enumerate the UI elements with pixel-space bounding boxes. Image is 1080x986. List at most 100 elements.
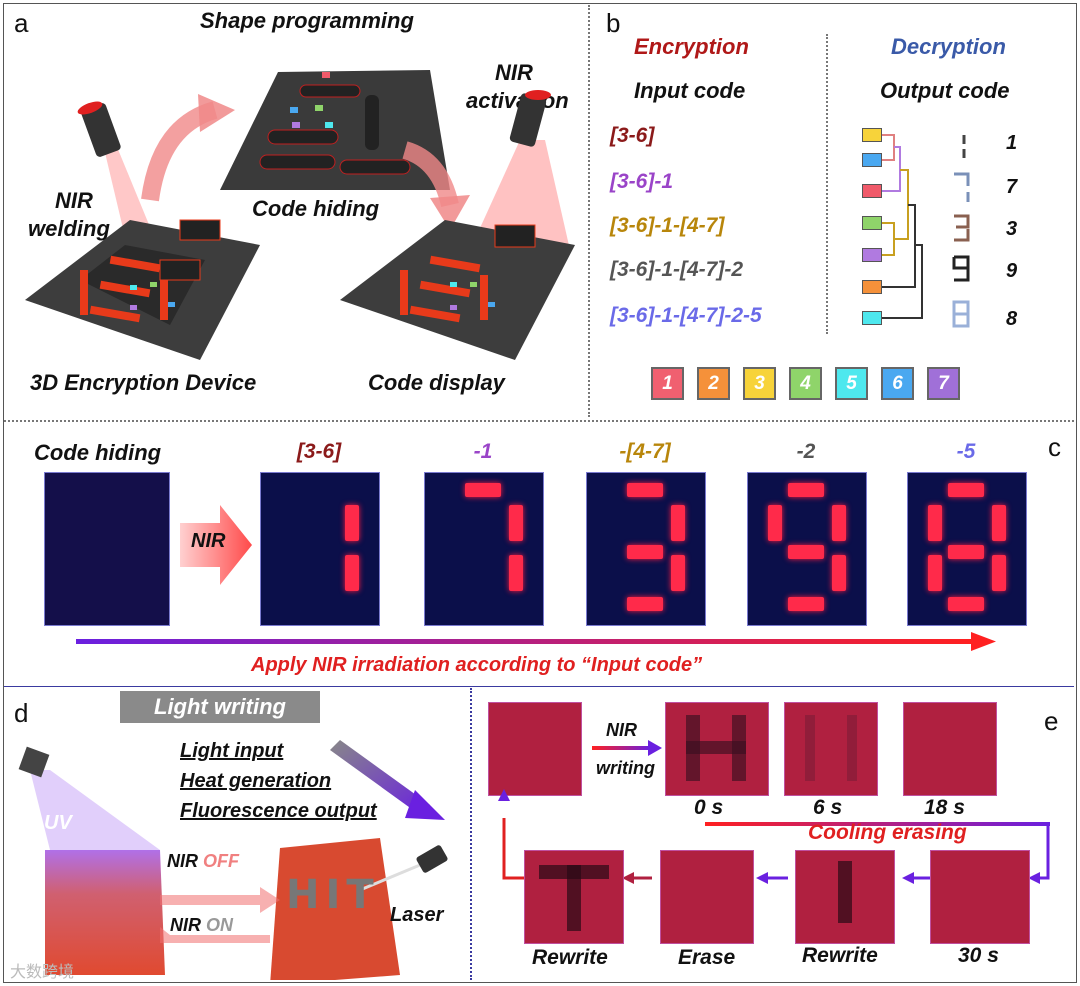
photo-rewrite-i bbox=[795, 850, 895, 944]
segment-b bbox=[509, 505, 523, 541]
output-code-5: 8 bbox=[1006, 308, 1017, 331]
segment-a bbox=[465, 483, 501, 497]
chip-6 bbox=[862, 153, 882, 167]
segment-c bbox=[992, 555, 1006, 591]
code-photo-5 bbox=[907, 472, 1027, 626]
color-swatch-2: 2 bbox=[697, 367, 730, 400]
input-code-heading: Input code bbox=[634, 78, 745, 104]
segment-f bbox=[928, 505, 942, 541]
cooling-erasing-label: Cooling erasing bbox=[808, 821, 967, 845]
panel-label-e: e bbox=[1044, 706, 1058, 737]
time-6s: 6 s bbox=[813, 796, 842, 820]
irradiation-arrow bbox=[76, 630, 996, 654]
input-code-5: [3-6]-1-[4-7]-2-5 bbox=[610, 304, 762, 328]
output-code-1: 1 bbox=[1006, 132, 1017, 155]
nir-on-label: NIR ON bbox=[170, 915, 233, 936]
hidden-code-photo bbox=[44, 472, 170, 626]
segment-b bbox=[832, 505, 846, 541]
chip-5 bbox=[862, 311, 882, 325]
segment-c bbox=[832, 555, 846, 591]
code-photo-1 bbox=[260, 472, 380, 626]
photo-0s bbox=[665, 702, 769, 796]
tree-connector bbox=[882, 125, 927, 335]
return-arrowhead bbox=[497, 788, 513, 802]
segment-c bbox=[671, 555, 685, 591]
input-code-1: [3-6] bbox=[610, 124, 654, 148]
segment-c bbox=[509, 555, 523, 591]
encryption-device-illustration bbox=[10, 30, 585, 370]
time-18s: 18 s bbox=[924, 796, 965, 820]
encryption-heading: Encryption bbox=[634, 34, 749, 60]
chip-4 bbox=[862, 216, 882, 230]
photo-rewrite-t bbox=[524, 850, 624, 944]
color-swatch-3: 3 bbox=[743, 367, 776, 400]
code-photo-3 bbox=[586, 472, 706, 626]
divider-de bbox=[470, 688, 472, 980]
laser-label: Laser bbox=[390, 904, 443, 927]
nir-writing-label-2: writing bbox=[596, 758, 655, 779]
step-label-3: -[4-7] bbox=[586, 440, 704, 464]
code-photo-4 bbox=[747, 472, 867, 626]
panel-label-b: b bbox=[606, 8, 620, 39]
divider-top bbox=[4, 420, 1074, 422]
decryption-heading: Decryption bbox=[891, 34, 1006, 60]
chip-7 bbox=[862, 248, 882, 262]
segment-e bbox=[928, 555, 942, 591]
output-code-heading: Output code bbox=[880, 78, 1010, 104]
nir-arrow-label: NIR bbox=[191, 530, 225, 553]
input-code-3: [3-6]-1-[4-7] bbox=[610, 214, 724, 238]
segment-c bbox=[345, 555, 359, 591]
light-writing-label: Light writing bbox=[154, 694, 286, 720]
chip-3 bbox=[862, 128, 882, 142]
color-swatch-5: 5 bbox=[835, 367, 868, 400]
output-code-3: 3 bbox=[1006, 218, 1017, 241]
output-code-4: 9 bbox=[1006, 260, 1017, 283]
nir-writing-label-1: NIR bbox=[606, 720, 637, 741]
input-code-4: [3-6]-1-[4-7]-2 bbox=[610, 258, 743, 282]
photo-initial bbox=[488, 702, 582, 796]
erase-label: Erase bbox=[678, 946, 735, 970]
light-writing-illustration bbox=[10, 730, 470, 980]
segment-b bbox=[992, 505, 1006, 541]
chip-2 bbox=[862, 280, 882, 294]
sample-uv bbox=[45, 850, 165, 975]
segment-d bbox=[788, 597, 824, 611]
step-label-4: -2 bbox=[747, 440, 865, 464]
segment-a bbox=[788, 483, 824, 497]
irradiation-caption: Apply NIR irradiation according to “Inpu… bbox=[251, 654, 702, 677]
time-30s: 30 s bbox=[958, 944, 999, 968]
divider-cd bbox=[4, 686, 1074, 687]
segment-b bbox=[671, 505, 685, 541]
segment-a bbox=[948, 483, 984, 497]
color-swatch-6: 6 bbox=[881, 367, 914, 400]
color-swatch-7: 7 bbox=[927, 367, 960, 400]
time-0s: 0 s bbox=[694, 796, 723, 820]
segment-a bbox=[627, 483, 663, 497]
segment-f bbox=[768, 505, 782, 541]
step-label-1: [3-6] bbox=[260, 440, 378, 464]
rewrite-label-2: Rewrite bbox=[802, 944, 878, 968]
segment-d bbox=[948, 597, 984, 611]
segment-b bbox=[345, 505, 359, 541]
panel-label-d: d bbox=[14, 698, 28, 729]
photo-30s bbox=[930, 850, 1030, 944]
color-swatch-4: 4 bbox=[789, 367, 822, 400]
uv-label: UV bbox=[44, 812, 72, 835]
photo-erase bbox=[660, 850, 754, 944]
digit-glyphs bbox=[950, 130, 980, 335]
segment-g bbox=[627, 545, 663, 559]
photo-18s bbox=[903, 702, 997, 796]
code-display-label: Code display bbox=[368, 370, 505, 396]
segment-d bbox=[627, 597, 663, 611]
watermark: 大数跨境 bbox=[10, 958, 74, 982]
input-code-2: [3-6]-1 bbox=[610, 170, 673, 194]
segment-g bbox=[948, 545, 984, 559]
nir-off-label: NIR OFF bbox=[167, 851, 239, 872]
rewrite-label-1: Rewrite bbox=[532, 946, 608, 970]
panel-label-c: c bbox=[1048, 432, 1061, 463]
segment-g bbox=[788, 545, 824, 559]
enc-dec-divider bbox=[826, 34, 828, 334]
hit-letters: HIT bbox=[286, 872, 380, 918]
step-label-5: -5 bbox=[907, 440, 1025, 464]
chip-1 bbox=[862, 184, 882, 198]
